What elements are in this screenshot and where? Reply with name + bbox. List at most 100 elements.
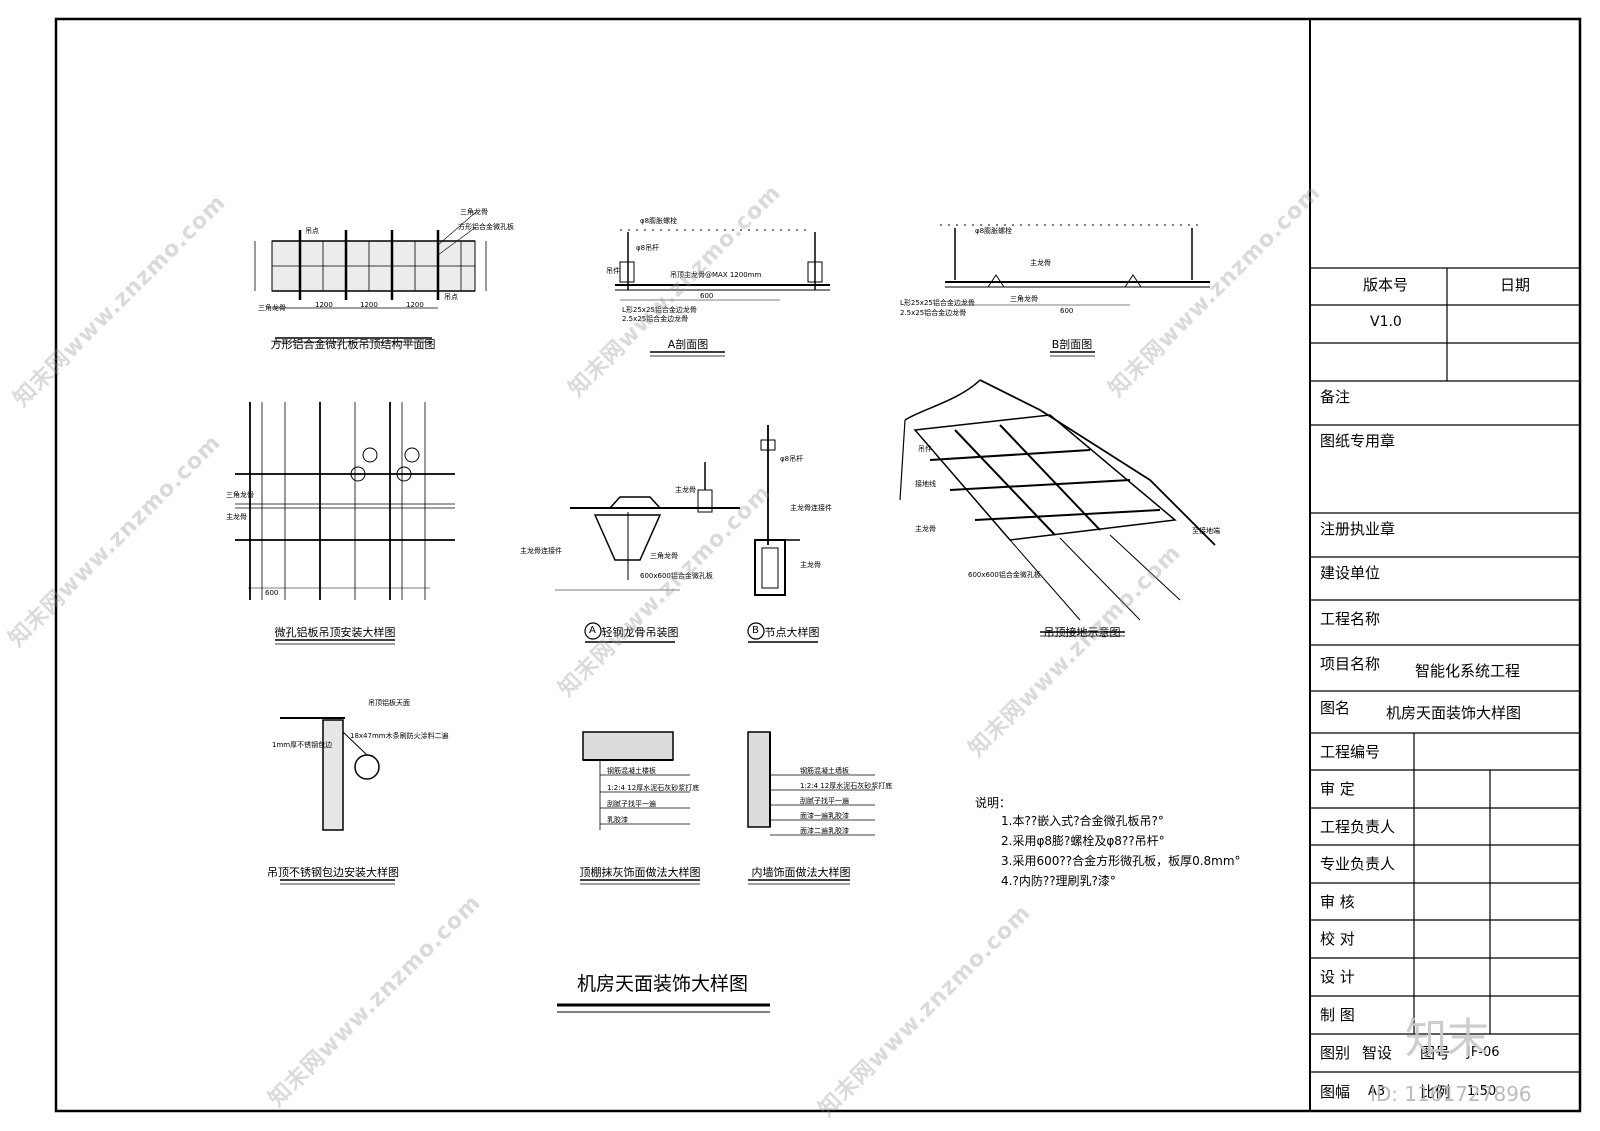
drawing-no-label: 图号 bbox=[1420, 1044, 1451, 1062]
caption-node: 节点大样图 bbox=[764, 626, 820, 639]
label-plaster-3: 刮腻子找平一遍 bbox=[607, 800, 656, 808]
sheet-size-value: A3 bbox=[1368, 1084, 1386, 1099]
label-triangle-keel-plan: 三角龙骨 bbox=[258, 304, 286, 312]
label-wall-4: 面漆一遍乳胶漆 bbox=[800, 812, 849, 820]
category-label: 图别 bbox=[1320, 1044, 1351, 1062]
label-main-keel-node: 主龙骨 bbox=[800, 561, 821, 569]
mark-b-letter: B bbox=[752, 625, 759, 636]
label-rod-a: φ8吊杆 bbox=[636, 244, 660, 252]
label-dim-600-install: 600 bbox=[265, 589, 279, 597]
section-b-drawing bbox=[940, 224, 1210, 357]
version-header: 版本号 bbox=[1363, 276, 1409, 294]
license-label: 注册执业章 bbox=[1320, 520, 1396, 538]
label-rod-node: φ8吊杆 bbox=[780, 455, 804, 463]
label-ground-to: 至接地端 bbox=[1192, 527, 1220, 535]
label-edge-2: 1mm厚不锈钢包边 bbox=[272, 741, 333, 749]
label-hanger-point-1: 吊点 bbox=[305, 227, 319, 235]
label-plaster-1: 钢筋混凝土楼板 bbox=[607, 767, 656, 775]
category-value: 智设 bbox=[1362, 1044, 1393, 1062]
keel-drawing bbox=[555, 462, 740, 591]
label-main-keel-install: 主龙骨 bbox=[226, 513, 247, 521]
plan-drawing bbox=[254, 211, 487, 343]
approve-label: 审 定 bbox=[1320, 780, 1355, 798]
label-plaster-2: 1:2:4 12厚水泥石灰砂浆打底 bbox=[607, 784, 700, 792]
sheet-size-label: 图幅 bbox=[1320, 1083, 1351, 1101]
drawing-name-label: 图名 bbox=[1320, 699, 1351, 717]
notes-line-3: 3.采用600??合金方形微孔板，板厚0.8mm° bbox=[1001, 854, 1241, 868]
drawing-no-value: JF-06 bbox=[1467, 1045, 1500, 1060]
label-main-keel-span: 吊顶主龙骨@MAX 1200mm bbox=[670, 271, 762, 279]
mark-b-circle bbox=[747, 622, 765, 640]
label-dim-600-a: 600 bbox=[700, 292, 714, 300]
label-wall-3: 刮腻子找平一遍 bbox=[800, 797, 849, 805]
project-no-label: 工程编号 bbox=[1320, 743, 1381, 761]
discipline-lead-label: 专业负责人 bbox=[1320, 855, 1396, 873]
date-header: 日期 bbox=[1500, 276, 1531, 294]
client-label: 建设单位 bbox=[1320, 564, 1381, 582]
mark-a-letter: A bbox=[589, 625, 596, 636]
label-board-ground: 600x600铝合金微孔板 bbox=[968, 571, 1041, 579]
label-dim-600-b: 600 bbox=[1060, 307, 1074, 315]
scale-label: 比例 bbox=[1420, 1083, 1451, 1101]
label-hanger-ground: 吊件 bbox=[918, 445, 932, 453]
remarks-label: 备注 bbox=[1320, 388, 1351, 406]
seal-label: 图纸专用章 bbox=[1320, 432, 1396, 450]
title-block-grid bbox=[1310, 267, 1580, 1073]
notes-line-2: 2.采用φ8膨?螺栓及φ8??吊杆° bbox=[1001, 834, 1165, 848]
plaster-drawing bbox=[580, 731, 700, 885]
project-lead-label: 工程负责人 bbox=[1320, 818, 1396, 836]
caption-edge: 吊顶不锈钢包边安装大样图 bbox=[267, 866, 399, 879]
caption-install: 微孔铝板吊顶安装大样图 bbox=[274, 626, 396, 639]
label-l-trim-b: L形25x25铝合金边龙骨 bbox=[900, 299, 975, 307]
label-plaster-4: 乳胶漆 bbox=[607, 816, 628, 824]
caption-plaster: 顶棚抹灰饰面做法大样图 bbox=[579, 866, 701, 879]
notes-heading: 说明： bbox=[975, 796, 1012, 810]
label-dim-1200-2: 1200 bbox=[360, 301, 378, 309]
edge-drawing bbox=[280, 717, 395, 885]
label-triangle-keel-top: 三角龙骨 bbox=[460, 208, 488, 216]
label-hanger-point-2: 吊点 bbox=[444, 293, 458, 301]
mark-a-circle bbox=[584, 622, 602, 640]
design-label: 设 计 bbox=[1320, 968, 1355, 986]
label-edge-3: 18x47mm木条刷防火涂料二遍 bbox=[350, 732, 449, 740]
label-dim-1200-3: 1200 bbox=[406, 301, 424, 309]
caption-section-a: A剖面图 bbox=[667, 338, 709, 351]
id-watermark: ID: 1161727896 bbox=[1370, 1082, 1532, 1106]
version-value: V1.0 bbox=[1370, 314, 1402, 330]
review-label: 审 核 bbox=[1320, 893, 1355, 911]
label-hanger-a: 吊件 bbox=[606, 267, 620, 275]
label-main-keel-keel: 主龙骨 bbox=[675, 486, 696, 494]
label-edge-1: 吊顶铝板天面 bbox=[368, 699, 410, 707]
label-l-trim-a: L形25x25铝合金边龙骨 bbox=[622, 306, 697, 314]
label-bolt-a: φ8膨胀螺栓 bbox=[640, 217, 678, 225]
node-drawing bbox=[754, 425, 800, 596]
notes-line-4: 4.?内防??理刷乳?漆° bbox=[1001, 874, 1116, 888]
caption-section-b: B剖面图 bbox=[1051, 338, 1093, 351]
brand-watermark: 知末 bbox=[1405, 1014, 1490, 1063]
label-main-keel-b: 主龙骨 bbox=[1030, 259, 1051, 267]
label-ground-wire: 接地线 bbox=[915, 480, 936, 488]
caption-ground: 吊顶接地示意图 bbox=[1043, 626, 1121, 639]
label-tkeel-b: 三角龙骨 bbox=[1010, 295, 1038, 303]
caption-keel: 轻钢龙骨吊装图 bbox=[601, 626, 679, 639]
drawing-name-value: 机房天面装饰大样图 bbox=[1386, 704, 1522, 722]
project-name-label: 工程名称 bbox=[1320, 610, 1381, 628]
label-thickness-a: 2.5x25铝合金边龙骨 bbox=[622, 315, 689, 323]
label-clip-keel: 三角龙骨 bbox=[650, 552, 678, 560]
scale-value: 1:50 bbox=[1467, 1084, 1497, 1099]
notes-line-1: 1.本??嵌入式?合金微孔板吊?° bbox=[1001, 814, 1164, 828]
label-connector-node: 主龙骨连接件 bbox=[790, 504, 832, 512]
label-triangle-keel-install: 三角龙骨 bbox=[226, 491, 254, 499]
install-drawing bbox=[235, 402, 455, 645]
label-dim-1200-1: 1200 bbox=[315, 301, 333, 309]
ground-drawing bbox=[899, 379, 1216, 637]
label-bolt-b: φ8膨胀螺栓 bbox=[975, 227, 1013, 235]
section-a-drawing bbox=[615, 229, 830, 357]
draft-label: 制 图 bbox=[1320, 1006, 1355, 1024]
label-panel: 方形铝合金微孔板 bbox=[458, 223, 514, 231]
label-board-keel: 600x600铝合金微孔板 bbox=[640, 572, 713, 580]
label-thickness-b: 2.5x25铝合金边龙骨 bbox=[900, 309, 967, 317]
check-label: 校 对 bbox=[1320, 930, 1355, 948]
label-main-keel-ground: 主龙骨 bbox=[915, 525, 936, 533]
